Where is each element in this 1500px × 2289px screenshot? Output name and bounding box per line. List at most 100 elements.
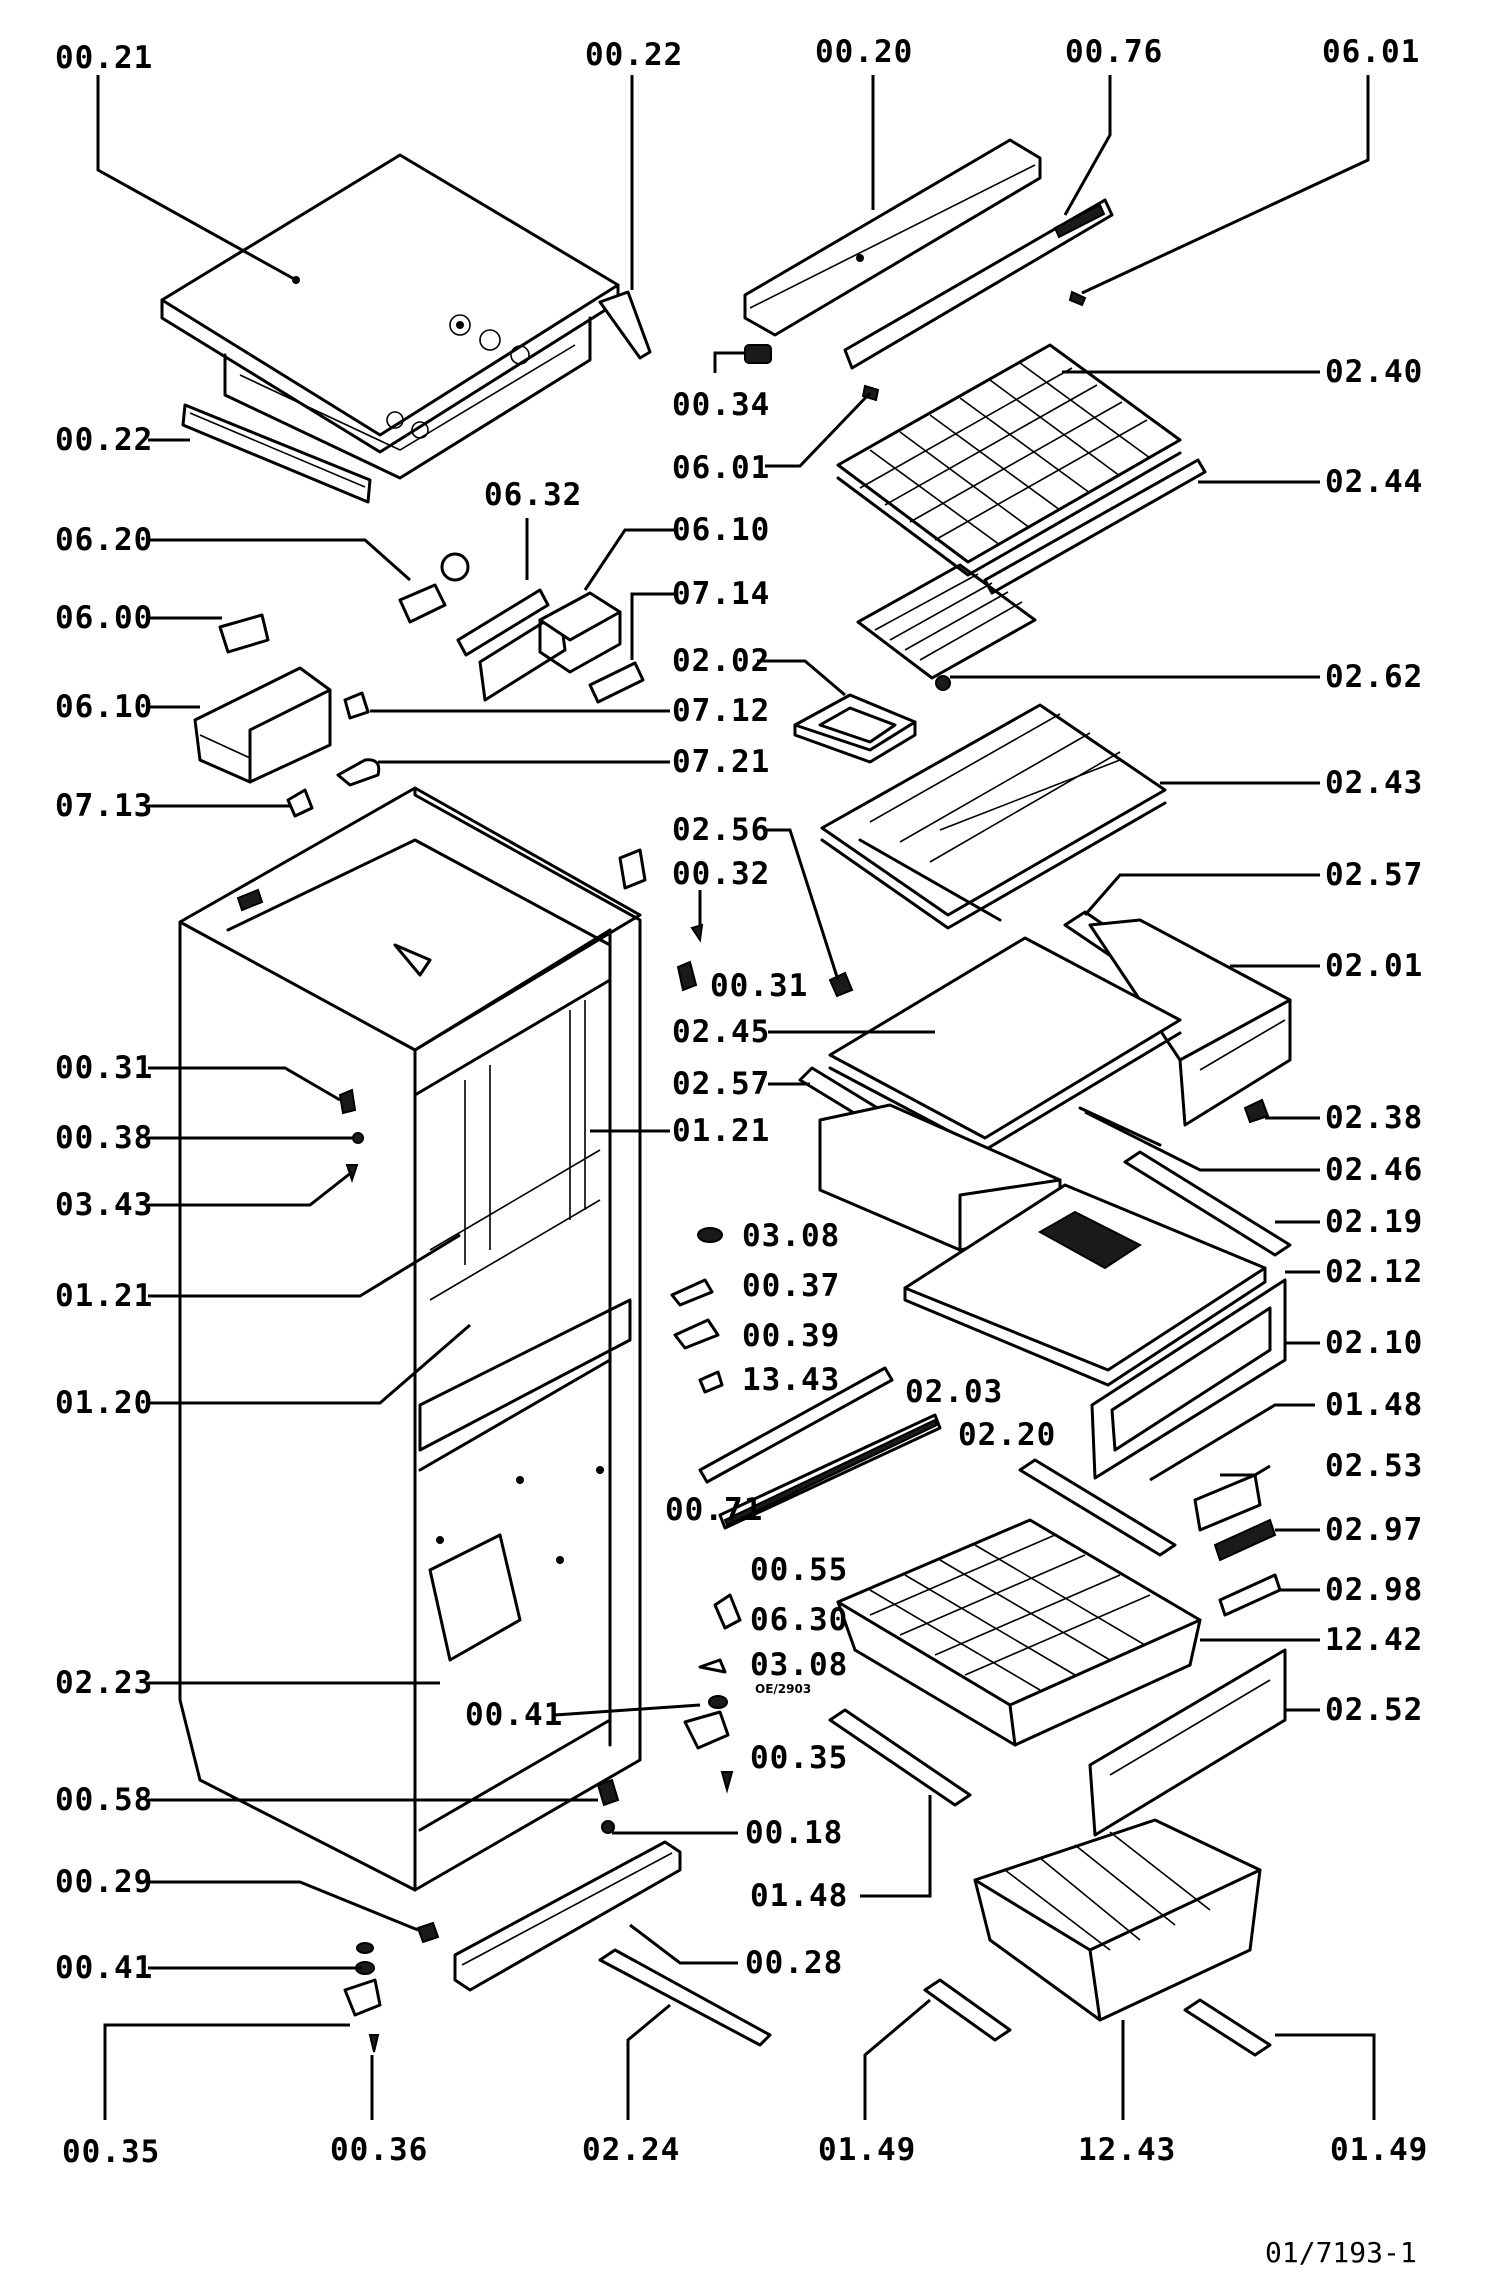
part-label: 07.13 [55,788,153,824]
lamp-socket-part [286,788,314,818]
cabinet-body-part [178,786,642,1892]
part-label: 01.49 [1330,2132,1428,2168]
shelf-rail-part [1078,1106,1162,1147]
part-label: 02.02 [672,643,770,679]
wire-basket-part [973,1818,1262,2022]
bulb-holder-part [343,691,370,720]
part-label: 03.08 [742,1218,840,1254]
door-hardware-part [670,1227,724,1394]
glass-shelf-part [820,703,1167,930]
part-label: 02.12 [1325,1254,1423,1290]
hinge-hardware-part [596,1778,620,1834]
ice-tray-shelf-part [903,1183,1267,1387]
part-label: 00.76 [1065,34,1163,70]
crisper-box-part [1088,918,1292,1127]
screw-part [690,923,704,943]
drawer-rail-part [1123,1150,1292,1257]
door-rail-part [698,1366,894,1484]
part-label: 00.71 [665,1492,763,1528]
bracket-part [456,588,567,702]
part-sublabel: OE/2903 [755,1682,811,1696]
door-hardware-part [698,1658,727,1674]
part-label: 02.40 [1325,354,1423,390]
latch-part [828,971,854,998]
part-label: 01.49 [818,2132,916,2168]
part-label: 06.32 [484,477,582,513]
part-label: 00.55 [750,1552,848,1588]
part-label: 00.20 [815,34,913,70]
part-label: 01.20 [55,1385,153,1421]
drawer-label-part [1193,1473,1262,1532]
relay-part [218,613,270,654]
door-hardware-part [713,1593,742,1630]
part-label: 03.08 [750,1647,848,1683]
knob-part [744,344,772,364]
part-label: 02.43 [1325,765,1423,801]
part-label: 02.01 [1325,948,1423,984]
part-label: 06.00 [55,600,153,636]
part-label: 02.46 [1325,1152,1423,1188]
part-label: 01.21 [55,1278,153,1314]
part-label: 02.98 [1325,1572,1423,1608]
part-label: 02.45 [672,1014,770,1050]
part-label: 02.97 [1325,1512,1423,1548]
connector-part [588,661,645,704]
part-label: 06.20 [55,522,153,558]
part-label: 02.03 [905,1374,1003,1410]
top-cover-part [160,153,620,480]
part-label: 06.01 [1322,34,1420,70]
part-label: 02.57 [672,1066,770,1102]
part-label: 00.22 [585,37,683,73]
light-strip-part [743,138,1042,337]
part-label: 00.36 [330,2132,428,2168]
wire-shelf-part [836,343,1182,577]
part-label: 00.21 [55,40,153,76]
part-label: 01.48 [1325,1387,1423,1423]
part-label: 06.10 [55,689,153,725]
part-label: 02.24 [582,2132,680,2168]
drawer-trim-part [1213,1518,1277,1562]
document-id: 01/7193-1 [1265,2236,1417,2269]
drawer-rail-part [828,1708,972,1807]
part-label: 02.10 [1325,1325,1423,1361]
shelf-rail-part [983,458,1207,595]
tray-rail-part [598,1948,772,2047]
hinge-hardware-part [683,1695,734,1794]
door-rail-part [718,1413,942,1530]
hinge-pin-part [676,960,698,992]
part-label: 00.41 [465,1697,563,1733]
hinge-clip-part [416,1921,440,1944]
part-label: 02.38 [1325,1100,1423,1136]
drawer-trim-part [1218,1573,1282,1617]
part-label: 02.62 [1325,659,1423,695]
part-labels: 00.21 00.22 00.20 00.76 06.01 00.34 06.0… [55,34,1428,2170]
part-label: 00.37 [742,1268,840,1304]
part-label: 02.57 [1325,857,1423,893]
part-label: 02.56 [672,812,770,848]
part-label: 02.20 [958,1417,1056,1453]
control-bar-part [843,198,1114,370]
thermostat-part [398,552,470,624]
part-label: 00.35 [750,1740,848,1776]
part-label: 06.01 [672,450,770,486]
freezer-flap-part [1090,1278,1287,1480]
part-label: 00.18 [745,1815,843,1851]
switch-box-part [538,591,622,674]
part-label: 07.12 [672,693,770,729]
kickplate-part [453,1840,682,1992]
wire-basket-part [836,1518,1202,1747]
part-label: 13.43 [742,1362,840,1398]
clip-part [236,848,647,912]
leader-lines [96,75,1376,2120]
part-label: 01.21 [672,1113,770,1149]
part-label: 02.52 [1325,1692,1423,1728]
part-label: 00.22 [55,422,153,458]
runner-part [923,1978,1272,2057]
part-label: 00.35 [62,2134,160,2170]
cover-trim-left-part [181,403,372,504]
part-label: 02.23 [55,1665,153,1701]
control-housing-part [193,666,332,784]
part-label: 00.41 [55,1950,153,1986]
small-shelf-part [856,563,1037,680]
